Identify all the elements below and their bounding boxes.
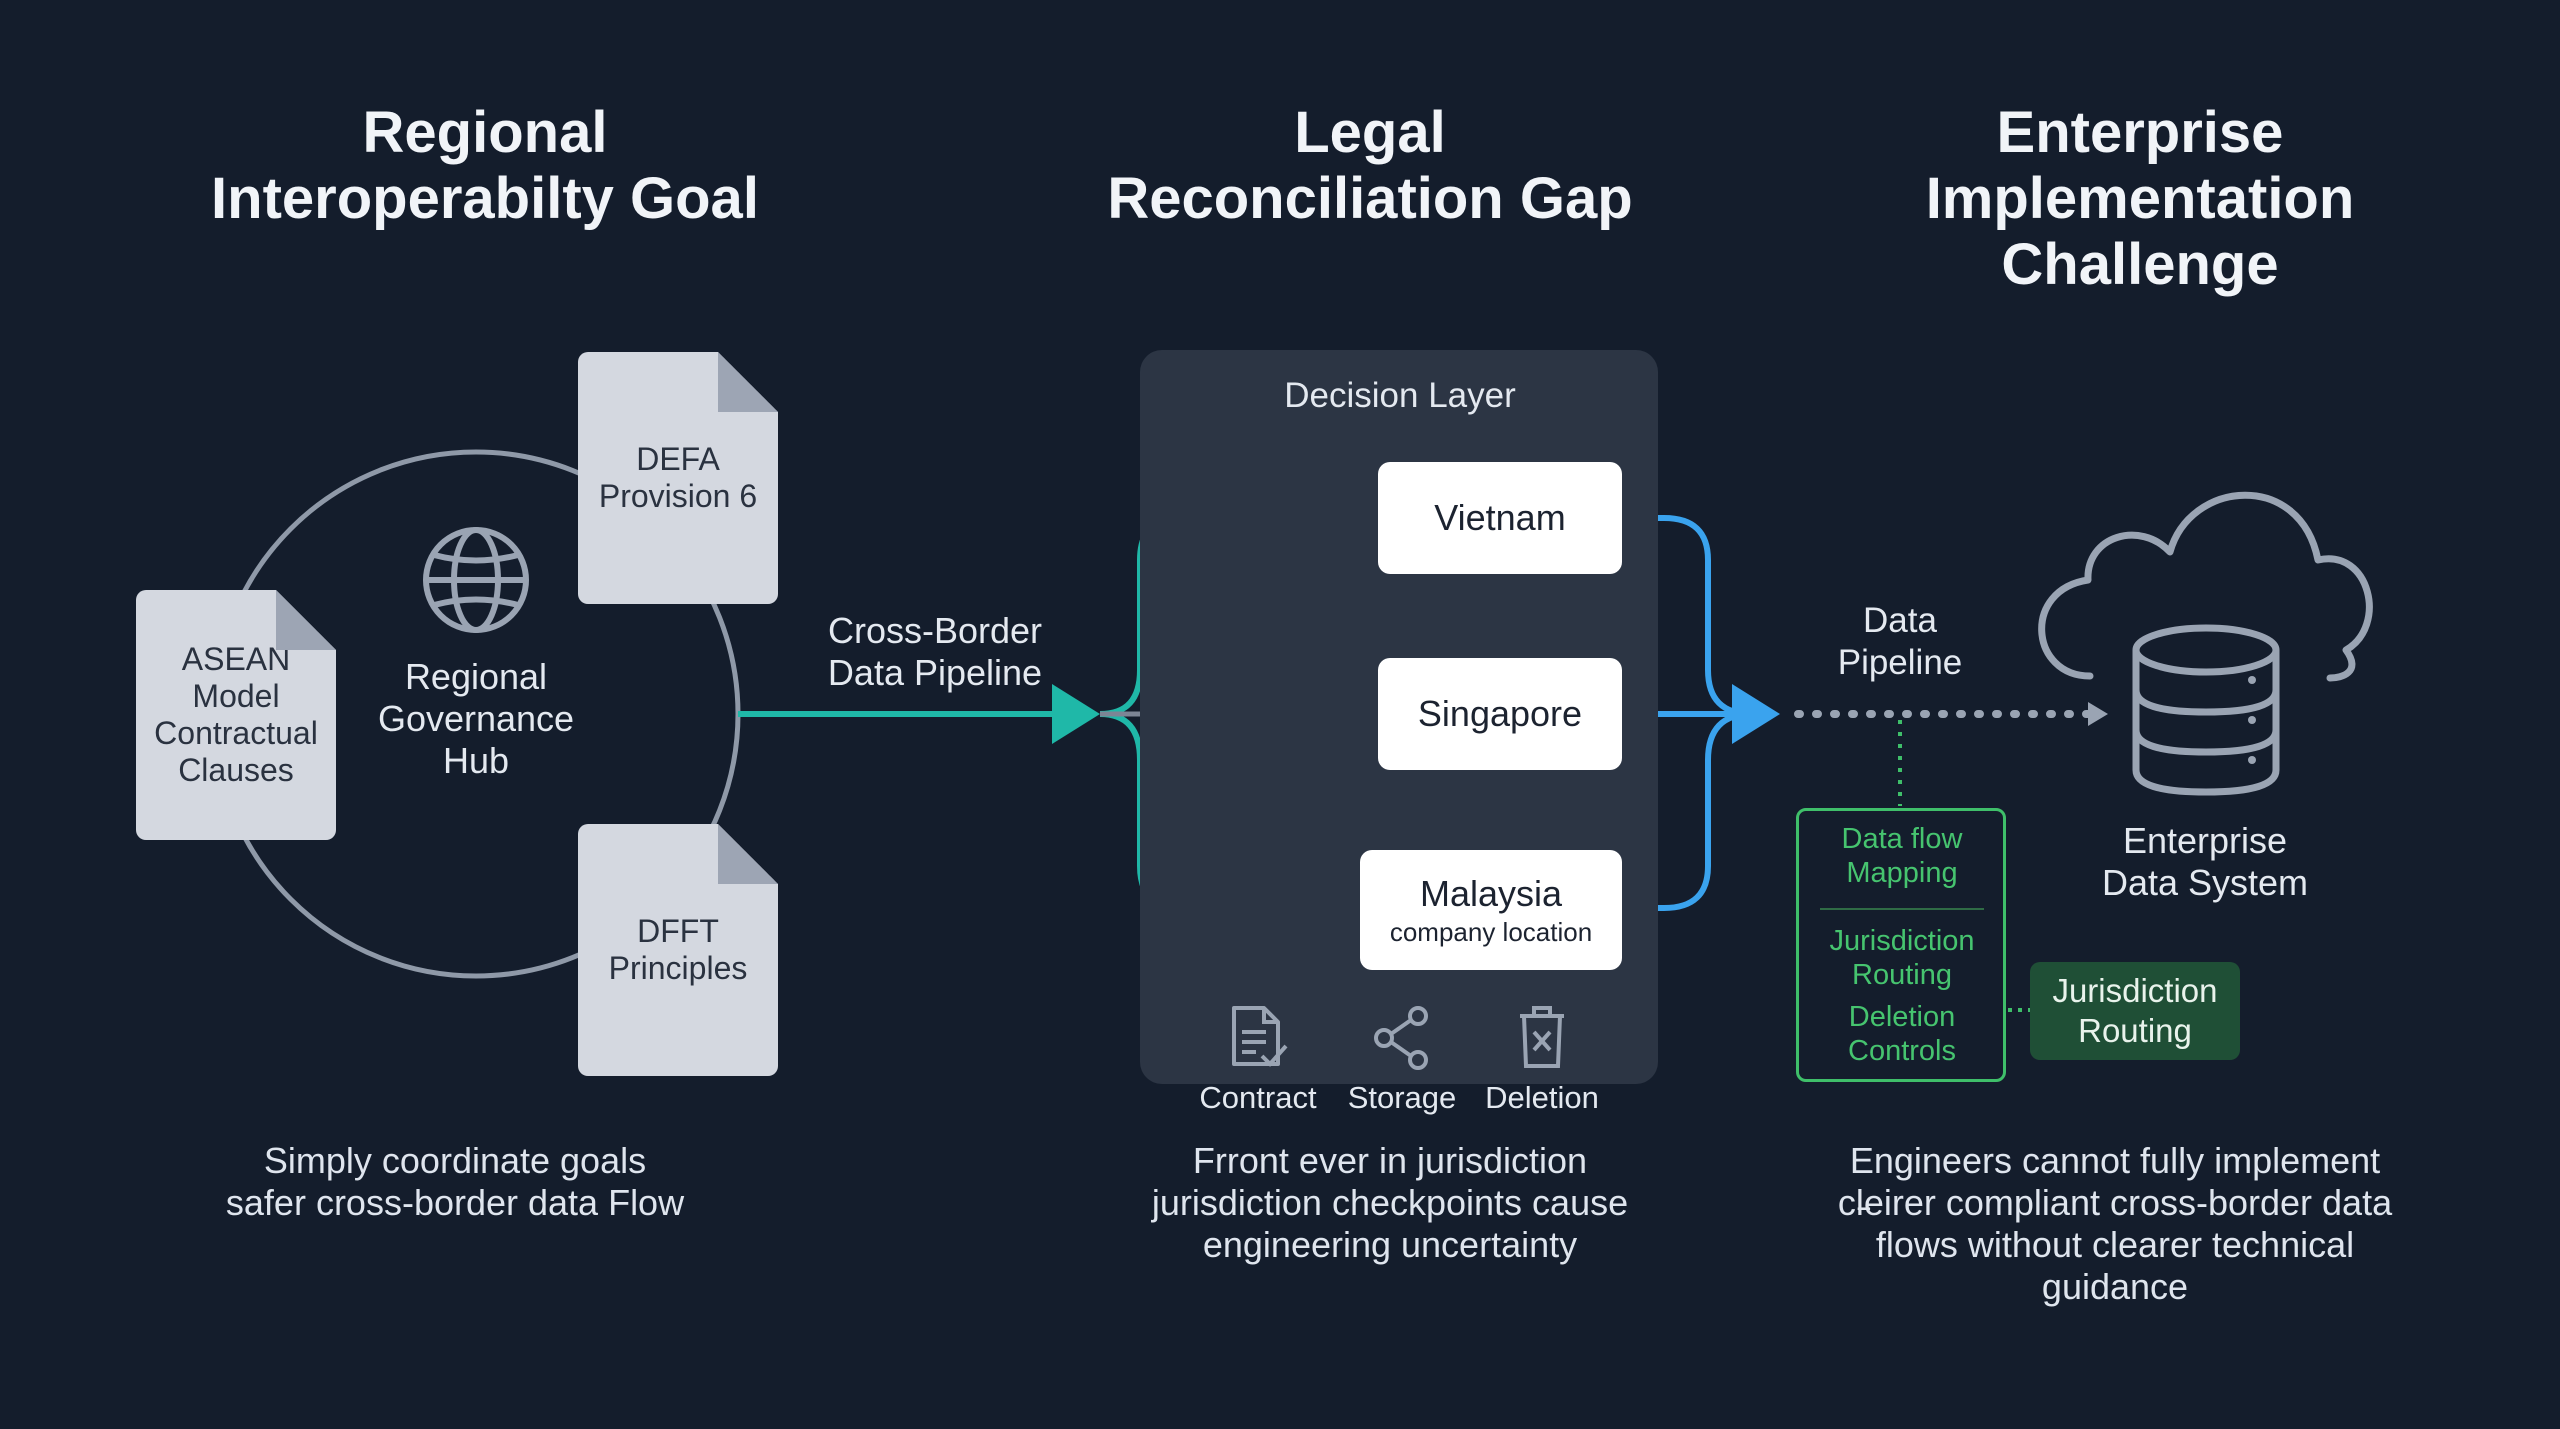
tool-storage-label: Storage (1347, 1080, 1457, 1115)
controls-divider (1820, 908, 1984, 910)
tool-deletion-label: Deletion (1485, 1080, 1599, 1115)
doc-asean-label: ASEAN Model Contractual Clauses (154, 641, 318, 788)
doc-defa-label: DEFA Provision 6 (598, 441, 758, 514)
share-icon[interactable] (1370, 1004, 1434, 1070)
left-column-title: Regional Interoperabilty Goal (211, 100, 759, 231)
middle-column-title: Legal Reconciliation Gap (1107, 100, 1633, 231)
right-caption: Engineers cannot fully implement cl̵eire… (1837, 1140, 2393, 1307)
right-column-title: Enterprise Implementation Challenge (1925, 100, 2355, 297)
doc-dfft-principles[interactable]: DFFT Principles (578, 824, 778, 1076)
database-icon (2132, 624, 2280, 796)
country-vietnam[interactable]: Vietnam (1378, 462, 1622, 574)
trash-icon[interactable] (1510, 1004, 1574, 1070)
left-caption: Simply coordinate goals safer cross-bord… (225, 1140, 685, 1223)
control-deletion-controls[interactable]: Deletion Controls (1848, 1001, 1956, 1067)
data-pipeline-arrowhead (2088, 702, 2108, 726)
country-malaysia-sublabel: company location (1389, 916, 1593, 947)
country-malaysia-label: Malaysia (1419, 872, 1563, 914)
country-vietnam-label: Vietnam (1434, 497, 1566, 538)
decision-layer-title: Decision Layer (1284, 376, 1516, 415)
cross-border-label: Cross-Border Data Pipeline (827, 610, 1043, 693)
country-malaysia[interactable]: Malaysia company location (1360, 850, 1622, 970)
doc-asean-clauses[interactable]: ASEAN Model Contractual Clauses (136, 590, 336, 840)
country-singapore-label: Singapore (1417, 693, 1583, 734)
doc-defa-provision[interactable]: DEFA Provision 6 (578, 352, 778, 604)
doc-dfft-label: DFFT Principles (608, 913, 748, 986)
tool-contract-label: Contract (1199, 1080, 1317, 1115)
enterprise-system-label: Enterprise Data System (2101, 820, 2309, 903)
controls-box (1796, 808, 2006, 1082)
merge-malaysia (1622, 711, 1753, 911)
middle-caption: Frront ever in jurisdiction jurisdiction… (1151, 1140, 1629, 1265)
control-jurisdiction-routing[interactable]: Jurisdiction Routing (1829, 925, 1975, 991)
jurisdiction-routing-badge[interactable]: Jurisdiction Routing (2030, 962, 2240, 1060)
control-data-flow-mapping[interactable]: Data flow Mapping (1841, 823, 1963, 889)
merge-vietnam (1622, 515, 1753, 717)
globe-icon (423, 527, 529, 633)
country-singapore[interactable]: Singapore (1378, 658, 1622, 770)
data-pipeline-label: Data Pipeline (1837, 601, 1963, 682)
cloud-icon (2038, 491, 2373, 682)
contract-icon[interactable] (1226, 1004, 1290, 1070)
hub-label: Regional Governance Hub (377, 656, 575, 781)
